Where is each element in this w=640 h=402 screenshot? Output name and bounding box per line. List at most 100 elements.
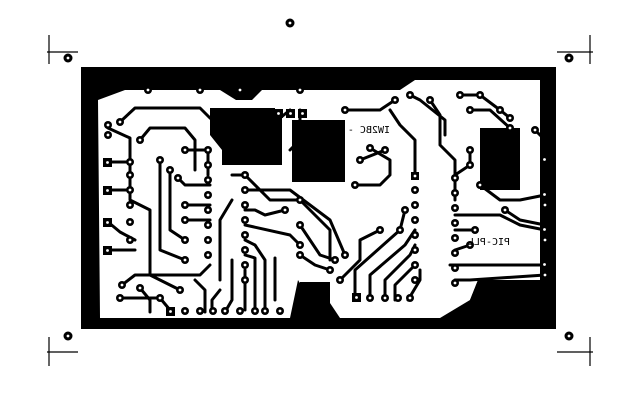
- drill-hole: [243, 188, 247, 192]
- drill-hole: [158, 296, 162, 300]
- drill-hole: [413, 218, 417, 222]
- drill-hole: [183, 218, 187, 222]
- drill-hole: [413, 188, 417, 192]
- drill-hole: [263, 309, 267, 313]
- fiducials: [63, 18, 574, 341]
- drill-hole: [118, 120, 122, 124]
- drill-hole: [503, 208, 507, 212]
- drill-hole: [158, 158, 162, 162]
- drill-hole: [198, 309, 202, 313]
- drill-hole: [128, 173, 132, 177]
- drill-hole: [453, 236, 457, 240]
- fiducial-top-left: [63, 53, 73, 63]
- drill-hole: [478, 93, 482, 97]
- drill-hole: [378, 228, 382, 232]
- drill-hole: [383, 148, 387, 152]
- drill-hole: [396, 296, 400, 300]
- drill-hole: [253, 309, 257, 313]
- credit-label: IW2BC - 2001: [318, 125, 390, 136]
- drill-hole: [128, 160, 132, 164]
- drill-hole: [106, 133, 110, 137]
- drill-hole: [408, 93, 412, 97]
- drill-hole: [223, 309, 227, 313]
- drill-hole: [458, 93, 462, 97]
- drill-hole: [243, 278, 247, 282]
- drill-hole: [508, 126, 512, 130]
- drill-hole: [243, 173, 247, 177]
- drill-hole: [128, 238, 132, 242]
- drill-hole: [106, 221, 109, 224]
- drill-hole: [368, 146, 372, 150]
- drill-hole: [211, 309, 215, 313]
- drill-hole: [178, 288, 182, 292]
- drill-hole: [183, 309, 187, 313]
- drill-hole: [453, 221, 457, 225]
- drill-hole: [413, 233, 417, 237]
- drill-hole: [176, 176, 180, 180]
- drill-hole: [398, 228, 402, 232]
- drill-hole: [183, 238, 187, 242]
- drill-hole: [468, 243, 472, 247]
- drill-hole: [278, 309, 282, 313]
- drill-hole: [283, 208, 287, 212]
- fiducial-bottom-right: [564, 331, 574, 341]
- drill-hole: [206, 193, 210, 197]
- drill-hole: [289, 112, 292, 115]
- drill-hole: [468, 163, 472, 167]
- drill-hole: [206, 148, 210, 152]
- drill-hole: [453, 206, 457, 210]
- drill-hole: [403, 208, 407, 212]
- drill-hole: [428, 98, 432, 102]
- drill-hole: [206, 238, 210, 242]
- drill-holes: [106, 88, 547, 313]
- drill-hole: [243, 203, 247, 207]
- drill-hole: [355, 296, 358, 299]
- drill-hole: [338, 278, 342, 282]
- drill-hole: [298, 223, 302, 227]
- drill-hole: [106, 161, 109, 164]
- drill-hole: [453, 281, 457, 285]
- drill-hole: [106, 249, 109, 252]
- drill-hole: [468, 108, 472, 112]
- drill-hole: [543, 193, 546, 196]
- fiducial-top: [285, 18, 295, 28]
- drill-hole: [298, 88, 302, 92]
- drill-hole: [358, 158, 362, 162]
- corner-mark-bottom-left: [47, 337, 78, 366]
- drill-hole: [206, 253, 210, 257]
- drill-hole: [468, 148, 472, 152]
- drill-hole: [453, 251, 457, 255]
- drill-hole: [413, 263, 417, 267]
- drill-hole: [206, 178, 210, 182]
- drill-hole: [206, 208, 210, 212]
- drill-hole: [183, 148, 187, 152]
- drill-hole: [243, 263, 247, 267]
- drill-hole: [243, 218, 247, 222]
- drill-hole: [198, 88, 202, 92]
- drill-hole: [413, 203, 417, 207]
- drill-hole: [128, 188, 132, 192]
- drill-hole: [413, 278, 417, 282]
- drill-hole: [183, 203, 187, 207]
- drill-hole: [508, 116, 512, 120]
- drill-hole: [543, 203, 547, 207]
- drill-hole: [343, 253, 347, 257]
- corner-mark-top-left: [47, 35, 78, 64]
- drill-hole: [473, 228, 477, 232]
- drill-hole: [543, 238, 547, 242]
- drill-hole: [301, 112, 304, 115]
- drill-hole: [543, 263, 546, 266]
- drill-hole: [277, 112, 280, 115]
- drill-hole: [120, 283, 124, 287]
- drill-hole: [169, 310, 172, 313]
- drill-hole: [413, 248, 417, 252]
- drill-hole: [413, 174, 417, 178]
- drill-hole: [393, 98, 397, 102]
- drill-hole: [146, 88, 150, 92]
- drill-hole: [106, 123, 110, 127]
- drill-hole: [453, 191, 457, 195]
- drill-hole: [343, 108, 347, 112]
- drill-hole: [138, 286, 142, 290]
